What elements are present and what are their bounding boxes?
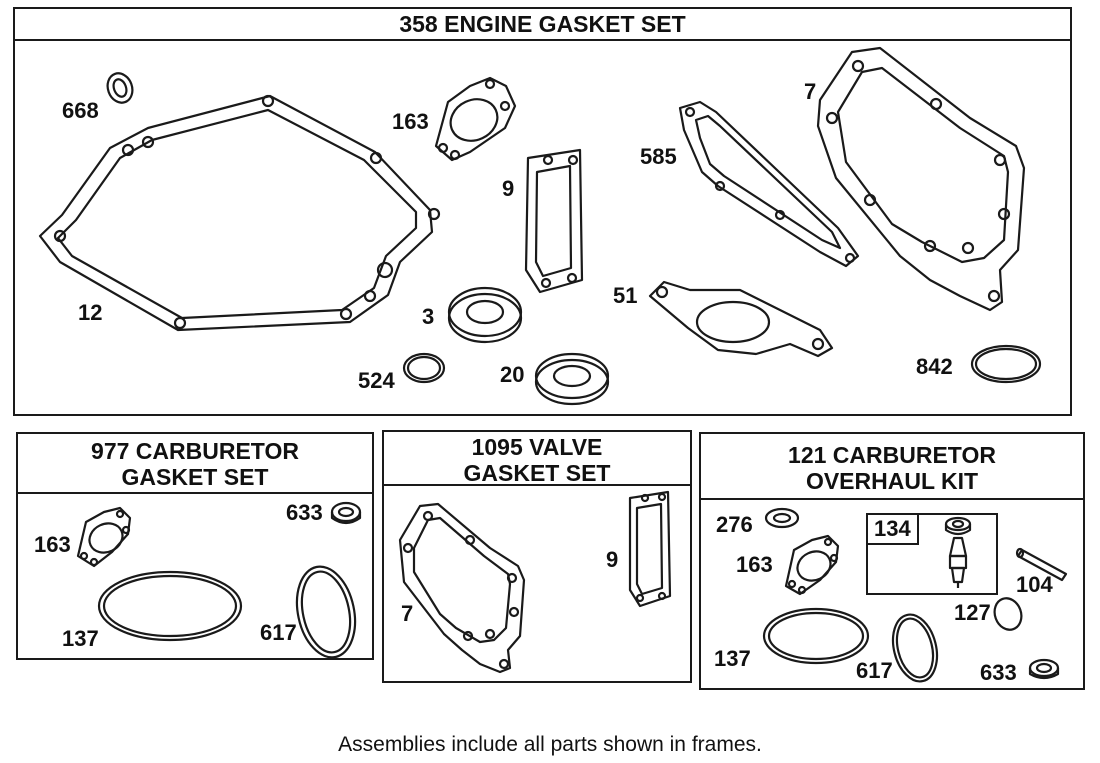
carb-label-633: 633 — [286, 500, 323, 525]
overhaul-part-276-washer — [764, 507, 800, 529]
part-585-breather-gasket — [678, 100, 860, 268]
part-134-needle-and-seat — [944, 516, 972, 588]
part-668-seal — [106, 72, 134, 104]
overhaul-part-137-gasket — [762, 607, 870, 665]
overhaul-part-617-gasket — [891, 613, 939, 683]
label-134: 134 — [868, 515, 919, 545]
carb-part-137-gasket — [97, 570, 243, 642]
carb-label-137: 137 — [62, 626, 99, 651]
overhaul-label-633: 633 — [980, 660, 1017, 685]
label-12: 12 — [78, 300, 103, 325]
overhaul-part-104-pin — [1015, 547, 1068, 582]
label-3: 3 — [422, 304, 435, 329]
part-163-gasket — [434, 76, 517, 162]
carb-part-163-gasket — [76, 506, 132, 568]
part-12-sump-gasket — [38, 94, 441, 332]
carb-part-617-gasket — [295, 565, 357, 659]
carb-label-617: 617 — [260, 620, 297, 645]
label-9: 9 — [502, 176, 515, 201]
part-134-subframe: 134 — [866, 513, 998, 595]
part-842-o-ring — [970, 344, 1042, 384]
valve-gasket-set-frame: 1095 VALVE GASKET SET — [382, 430, 692, 683]
overhaul-part-127-welch-plug — [993, 597, 1023, 631]
carburetor-gasket-set-frame: 977 CARBURETOR GASKET SET — [16, 432, 374, 660]
overhaul-part-633-seal — [1028, 658, 1060, 680]
part-20-oil-seal — [534, 352, 610, 406]
carb-label-163: 163 — [34, 532, 71, 557]
valve-part-9-cover-gasket — [628, 490, 672, 608]
label-20: 20 — [500, 362, 525, 387]
overhaul-label-617: 617 — [856, 658, 893, 683]
overhaul-label-276: 276 — [716, 512, 753, 537]
carburetor-overhaul-kit-title: 121 CARBURETOR OVERHAUL KIT — [701, 434, 1083, 500]
overhaul-part-163-gasket — [784, 534, 840, 596]
overhaul-label-163: 163 — [736, 552, 773, 577]
part-3-oil-seal — [447, 286, 523, 344]
label-842: 842 — [916, 354, 953, 379]
carb-part-633-seal — [330, 501, 362, 525]
label-7: 7 — [804, 79, 817, 104]
carburetor-gasket-set-title: 977 CARBURETOR GASKET SET — [18, 434, 372, 494]
engine-gasket-set-title: 358 ENGINE GASKET SET — [15, 9, 1070, 41]
overhaul-label-104: 104 — [1016, 572, 1053, 597]
part-51-exhaust-gasket — [648, 280, 834, 358]
label-163: 163 — [392, 109, 429, 134]
label-585: 585 — [640, 144, 677, 169]
overhaul-label-137: 137 — [714, 646, 751, 671]
label-51: 51 — [613, 283, 638, 308]
valve-label-9: 9 — [606, 547, 619, 572]
label-524: 524 — [358, 368, 395, 393]
valve-part-7-head-gasket — [398, 502, 526, 674]
part-7-head-gasket — [816, 46, 1026, 312]
overhaul-label-127: 127 — [954, 600, 991, 625]
label-668: 668 — [62, 98, 99, 123]
engine-gasket-set-frame: 358 ENGINE GASKET SET — [13, 7, 1072, 416]
footer-note: Assemblies include all parts shown in fr… — [338, 733, 762, 756]
carburetor-overhaul-kit-frame: 121 CARBURETOR OVERHAUL KIT — [699, 432, 1085, 690]
part-9-valve-cover-gasket — [524, 148, 584, 294]
valve-gasket-set-title: 1095 VALVE GASKET SET — [384, 432, 690, 486]
valve-label-7: 7 — [401, 601, 414, 626]
part-524-ring — [402, 352, 446, 384]
